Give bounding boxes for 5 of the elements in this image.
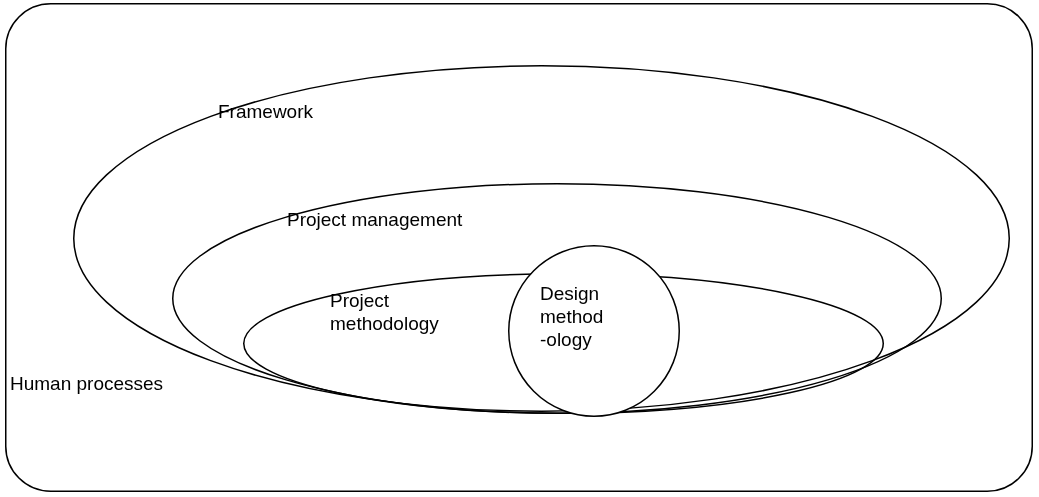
shape-label: Project methodology bbox=[330, 289, 440, 335]
shape-label: Framework bbox=[218, 100, 314, 123]
shape-label: Human processes bbox=[10, 372, 165, 395]
shape-label: Project management bbox=[287, 208, 464, 231]
shape-label: Design method -ology bbox=[540, 282, 605, 351]
